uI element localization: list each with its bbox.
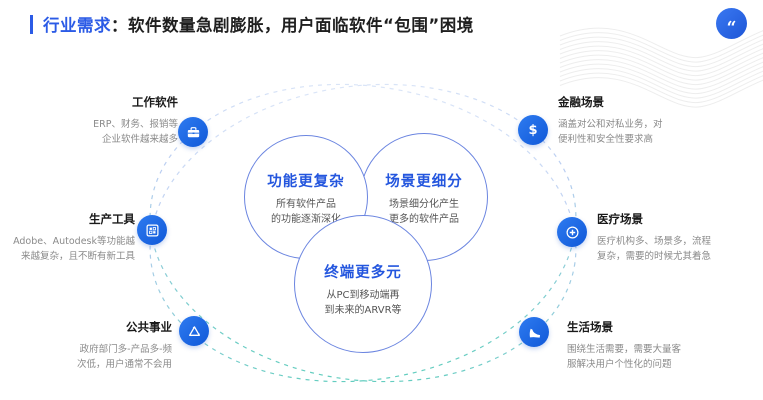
- item-desc: 医疗机构多、场景多，流程 复杂，需要的时候尤其着急: [597, 236, 712, 262]
- item-medical-scene: 医疗场景 医疗机构多、场景多，流程 复杂，需要的时候尤其着急: [597, 212, 757, 264]
- dollar-icon: $: [518, 115, 548, 145]
- medical-cross-icon: [557, 217, 587, 247]
- item-desc: 政府部门多-产品多-频 次低，用户通常不会用: [76, 344, 172, 370]
- item-life-scene: 生活场景 围绕生活需要，需要大量客 服解决用户个性化的问题: [567, 320, 737, 372]
- page-title: 行业需求：软件数量急剧膨胀，用户面临软件“包围”困境: [43, 12, 474, 36]
- item-desc: 围绕生活需要，需要大量客 服解决用户个性化的问题: [567, 344, 682, 370]
- recycle-icon: [179, 316, 209, 346]
- quote-icon: “: [726, 18, 737, 38]
- item-title: 公共事业: [126, 320, 172, 334]
- item-title: 生活场景: [567, 320, 613, 334]
- venn-circle-function: 功能更复杂 所有软件产品 的功能逐渐深化: [244, 135, 368, 259]
- slide-header: 行业需求：软件数量急剧膨胀，用户面临软件“包围”困境: [30, 12, 474, 36]
- venn-title: 终端更多元: [324, 265, 402, 281]
- item-desc: 涵盖对公和对私业务，对 便利性和安全性要求高: [558, 119, 663, 145]
- item-public-utilities: 公共事业 政府部门多-产品多-频 次低，用户通常不会用: [22, 320, 172, 372]
- briefcase-icon: [178, 117, 208, 147]
- item-title: 金融场景: [558, 95, 604, 109]
- item-work-software: 工作软件 ERP、财务、报销等 企业软件越来越多: [20, 95, 178, 147]
- item-desc: Adobe、Autodesk等功能越 来越复杂，且不断有新工具: [13, 236, 135, 262]
- high-heel-icon: [519, 317, 549, 347]
- item-title: 工作软件: [132, 95, 178, 109]
- venn-desc: 场景细分化产生 更多的软件产品: [389, 199, 459, 225]
- item-finance-scene: 金融场景 涵盖对公和对私业务，对 便利性和安全性要求高: [558, 95, 733, 147]
- venn-title: 场景更细分: [385, 174, 463, 190]
- page-title-highlight: 行业需求: [43, 16, 111, 35]
- venn-title: 功能更复杂: [267, 174, 345, 190]
- page-title-rest: ：软件数量急剧膨胀，用户面临软件“包围”困境: [111, 16, 474, 35]
- grid-icon: [137, 215, 167, 245]
- item-desc: ERP、财务、报销等 企业软件越来越多: [93, 119, 178, 145]
- title-accent-bar: [30, 14, 33, 34]
- venn-desc: 从PC到移动端再 到未来的ARVR等: [324, 290, 402, 316]
- item-title: 医疗场景: [597, 212, 643, 226]
- item-production-tools: 生产工具 Adobe、Autodesk等功能越 来越复杂，且不断有新工具: [0, 212, 135, 264]
- quote-badge: “: [716, 8, 747, 39]
- venn-circle-terminal: 终端更多元 从PC到移动端再 到未来的ARVR等: [294, 215, 432, 353]
- item-title: 生产工具: [89, 212, 135, 226]
- venn-desc: 所有软件产品 的功能逐渐深化: [271, 199, 341, 225]
